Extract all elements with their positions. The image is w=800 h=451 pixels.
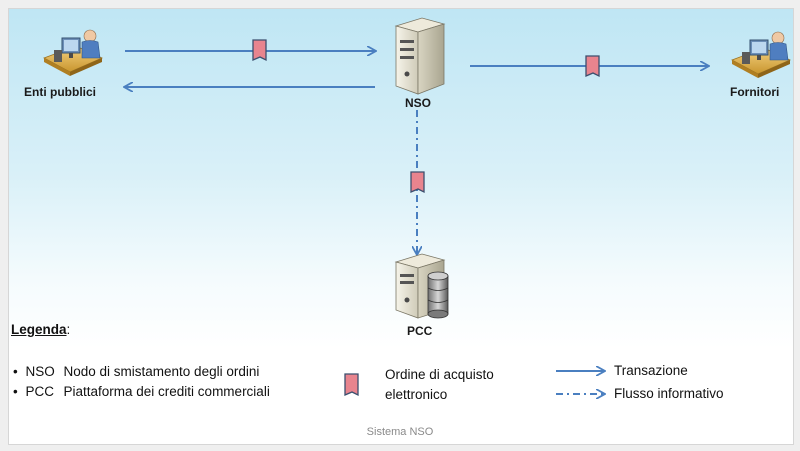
legend-item-pcc: • PCC Piattaforma dei crediti commerciali [13, 384, 270, 399]
legend-transazione: Transazione [614, 363, 688, 378]
server-icon [394, 17, 446, 95]
legend-document-icon [344, 373, 359, 397]
legend-order-line1: Ordine di acquisto [385, 367, 494, 382]
database-server-icon [394, 253, 449, 319]
legend-flusso: Flusso informativo [614, 386, 724, 401]
user-workstation-icon [43, 29, 103, 76]
legend-abbr: PCC [25, 384, 55, 399]
legend-item-nso: • NSO Nodo di smistamento degli ordini [13, 364, 259, 379]
node-label-fornitori: Fornitori [730, 85, 780, 99]
legend-title: Legenda: [11, 322, 71, 337]
legend-bullet: • [13, 384, 18, 399]
user-workstation-icon [731, 31, 791, 78]
figure-caption: Sistema NSO [366, 426, 434, 438]
document-icon [585, 55, 600, 78]
legend-bullet: • [13, 364, 18, 379]
legend-desc: Nodo di smistamento degli ordini [63, 364, 260, 379]
document-icon [410, 171, 425, 194]
document-icon [252, 39, 267, 62]
node-label-pcc: PCC [407, 324, 433, 338]
node-label-enti: Enti pubblici [24, 85, 96, 99]
node-label-nso: NSO [405, 96, 432, 110]
legend-abbr: NSO [25, 364, 55, 379]
legend-desc: Piattaforma dei crediti commerciali [63, 384, 270, 399]
legend-order-line2: elettronico [385, 387, 448, 402]
